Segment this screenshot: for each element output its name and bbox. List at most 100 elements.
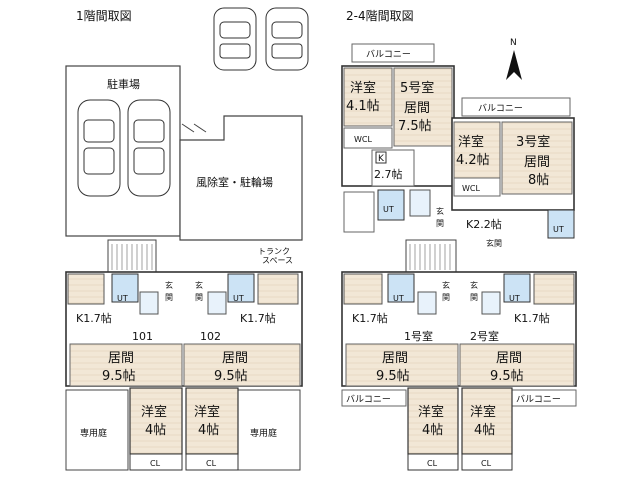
floor2-4-title: 2-4階間取図 <box>346 8 414 23</box>
private-garden-label: 専用庭 <box>250 427 277 439</box>
balcony-top-right <box>461 97 571 117</box>
unit-3-living <box>501 121 573 195</box>
kitchen-counter <box>343 273 383 305</box>
living-room-102 <box>183 343 301 387</box>
stairs <box>107 239 157 275</box>
unit-bath-3 <box>547 209 575 239</box>
living-room-101-area: 9.5帖 <box>102 369 136 384</box>
unit-3-living-label: 居間 <box>524 155 550 170</box>
living-room-1-area: 9.5帖 <box>376 369 410 384</box>
unit-bath-5 <box>377 189 405 221</box>
western-room-2 <box>461 387 513 455</box>
closet-label: CL <box>206 459 217 468</box>
western-room-label: 洋室 <box>418 404 444 420</box>
kitchen-counter <box>533 273 575 305</box>
unit-5-living <box>393 67 453 147</box>
unit-bath-1 <box>387 273 415 303</box>
unit-5-living-label: 居間 <box>404 101 430 116</box>
western-room-1 <box>407 387 459 455</box>
unit-bath-101 <box>111 273 139 303</box>
k27-k-label: K <box>378 154 385 164</box>
balcony-label: バルコニー <box>366 49 411 60</box>
balcony-label: バルコニー <box>478 103 523 114</box>
living-room-2-area: 9.5帖 <box>490 369 524 384</box>
genkan-label: 玄 <box>165 280 173 290</box>
windbreak-bicycle-room: 風除室・駐輪場 <box>179 115 303 241</box>
unit-5-western-area: 4.1帖 <box>346 99 380 114</box>
unit-101-label: 101 <box>132 330 153 343</box>
genkan-label: 玄 <box>470 280 478 290</box>
private-garden-label: 専用庭 <box>80 427 107 439</box>
walk-in-closet <box>343 127 393 149</box>
western-room-label: 洋室 <box>470 404 496 420</box>
wcl-label: WCL <box>354 135 372 144</box>
ut-label: UT <box>117 294 128 303</box>
toilet-icon <box>207 291 227 315</box>
living-room-1 <box>345 343 459 387</box>
western-room-area: 4帖 <box>474 423 495 438</box>
car-icon <box>265 7 309 71</box>
unit-5-label: 5号室 <box>400 80 434 96</box>
closet-1 <box>407 453 459 471</box>
closet-101 <box>129 453 183 471</box>
genkan-label: 関 <box>442 293 450 302</box>
living-room-2-label: 居間 <box>496 351 522 366</box>
toilet-icon <box>409 189 431 217</box>
unit-3-label: 3号室 <box>516 134 550 150</box>
genkan-label: 玄 <box>442 280 450 290</box>
unit-bath-102 <box>227 273 255 303</box>
parking-label: 駐車場 <box>107 77 140 91</box>
washbasin <box>343 191 375 233</box>
ut-label: UT <box>383 205 394 214</box>
living-room-102-label: 居間 <box>222 351 248 366</box>
living-room-101-label: 居間 <box>108 351 134 366</box>
private-garden-102 <box>237 389 301 471</box>
parking-area: 駐車場 <box>65 65 181 237</box>
toilet-icon <box>417 291 437 315</box>
genkan-label: 関 <box>470 293 478 302</box>
ut-label: UT <box>509 294 520 303</box>
unit-3-western-label: 洋室 <box>458 134 484 150</box>
unit-5-living-area: 7.5帖 <box>398 119 432 134</box>
western-room-102 <box>185 387 239 455</box>
balcony-label: バルコニー <box>346 394 391 405</box>
k22-label: K2.2帖 <box>466 218 502 231</box>
wcl-label: WCL <box>462 184 480 193</box>
living-room-102-area: 9.5帖 <box>214 369 248 384</box>
closet-label: CL <box>481 459 492 468</box>
western-room-label: 洋室 <box>141 404 167 420</box>
toilet-icon <box>481 291 501 315</box>
closet-2 <box>461 453 513 471</box>
private-garden-101 <box>65 389 129 471</box>
western-room-101 <box>129 387 183 455</box>
balcony-top-left <box>351 43 435 63</box>
unit-5-western-room <box>343 67 393 127</box>
kitchen-label-2: K1.7帖 <box>514 312 550 325</box>
unit-102-label: 102 <box>200 330 221 343</box>
kitchen-label-1: K1.7帖 <box>352 312 388 325</box>
living-room-101 <box>69 343 183 387</box>
kitchen-label-102: K1.7帖 <box>240 312 276 325</box>
western-room-area: 4帖 <box>198 423 219 438</box>
genkan-label: 玄 <box>436 206 444 216</box>
stairs <box>405 239 457 275</box>
western-room-label: 洋室 <box>194 404 220 420</box>
k27-area-label: 2.7帖 <box>374 168 403 181</box>
car-icon <box>213 7 257 71</box>
closet-label: CL <box>150 459 161 468</box>
living-room-2 <box>459 343 575 387</box>
balcony-bottom-left <box>341 389 407 407</box>
toilet-icon <box>139 291 159 315</box>
walk-in-closet <box>453 177 501 197</box>
ut-label: UT <box>553 225 564 234</box>
genkan-label: 関 <box>195 293 203 302</box>
genkan-label: 玄 <box>195 280 203 290</box>
genkan-label: 関 <box>165 293 173 302</box>
balcony-label: バルコニー <box>516 394 561 405</box>
closet-label: CL <box>427 459 438 468</box>
genkan-label: 玄関 <box>486 238 502 248</box>
floor1-title: 1階間取図 <box>76 8 132 23</box>
kitchen-counter <box>67 273 105 305</box>
living-room-1-label: 居間 <box>382 351 408 366</box>
